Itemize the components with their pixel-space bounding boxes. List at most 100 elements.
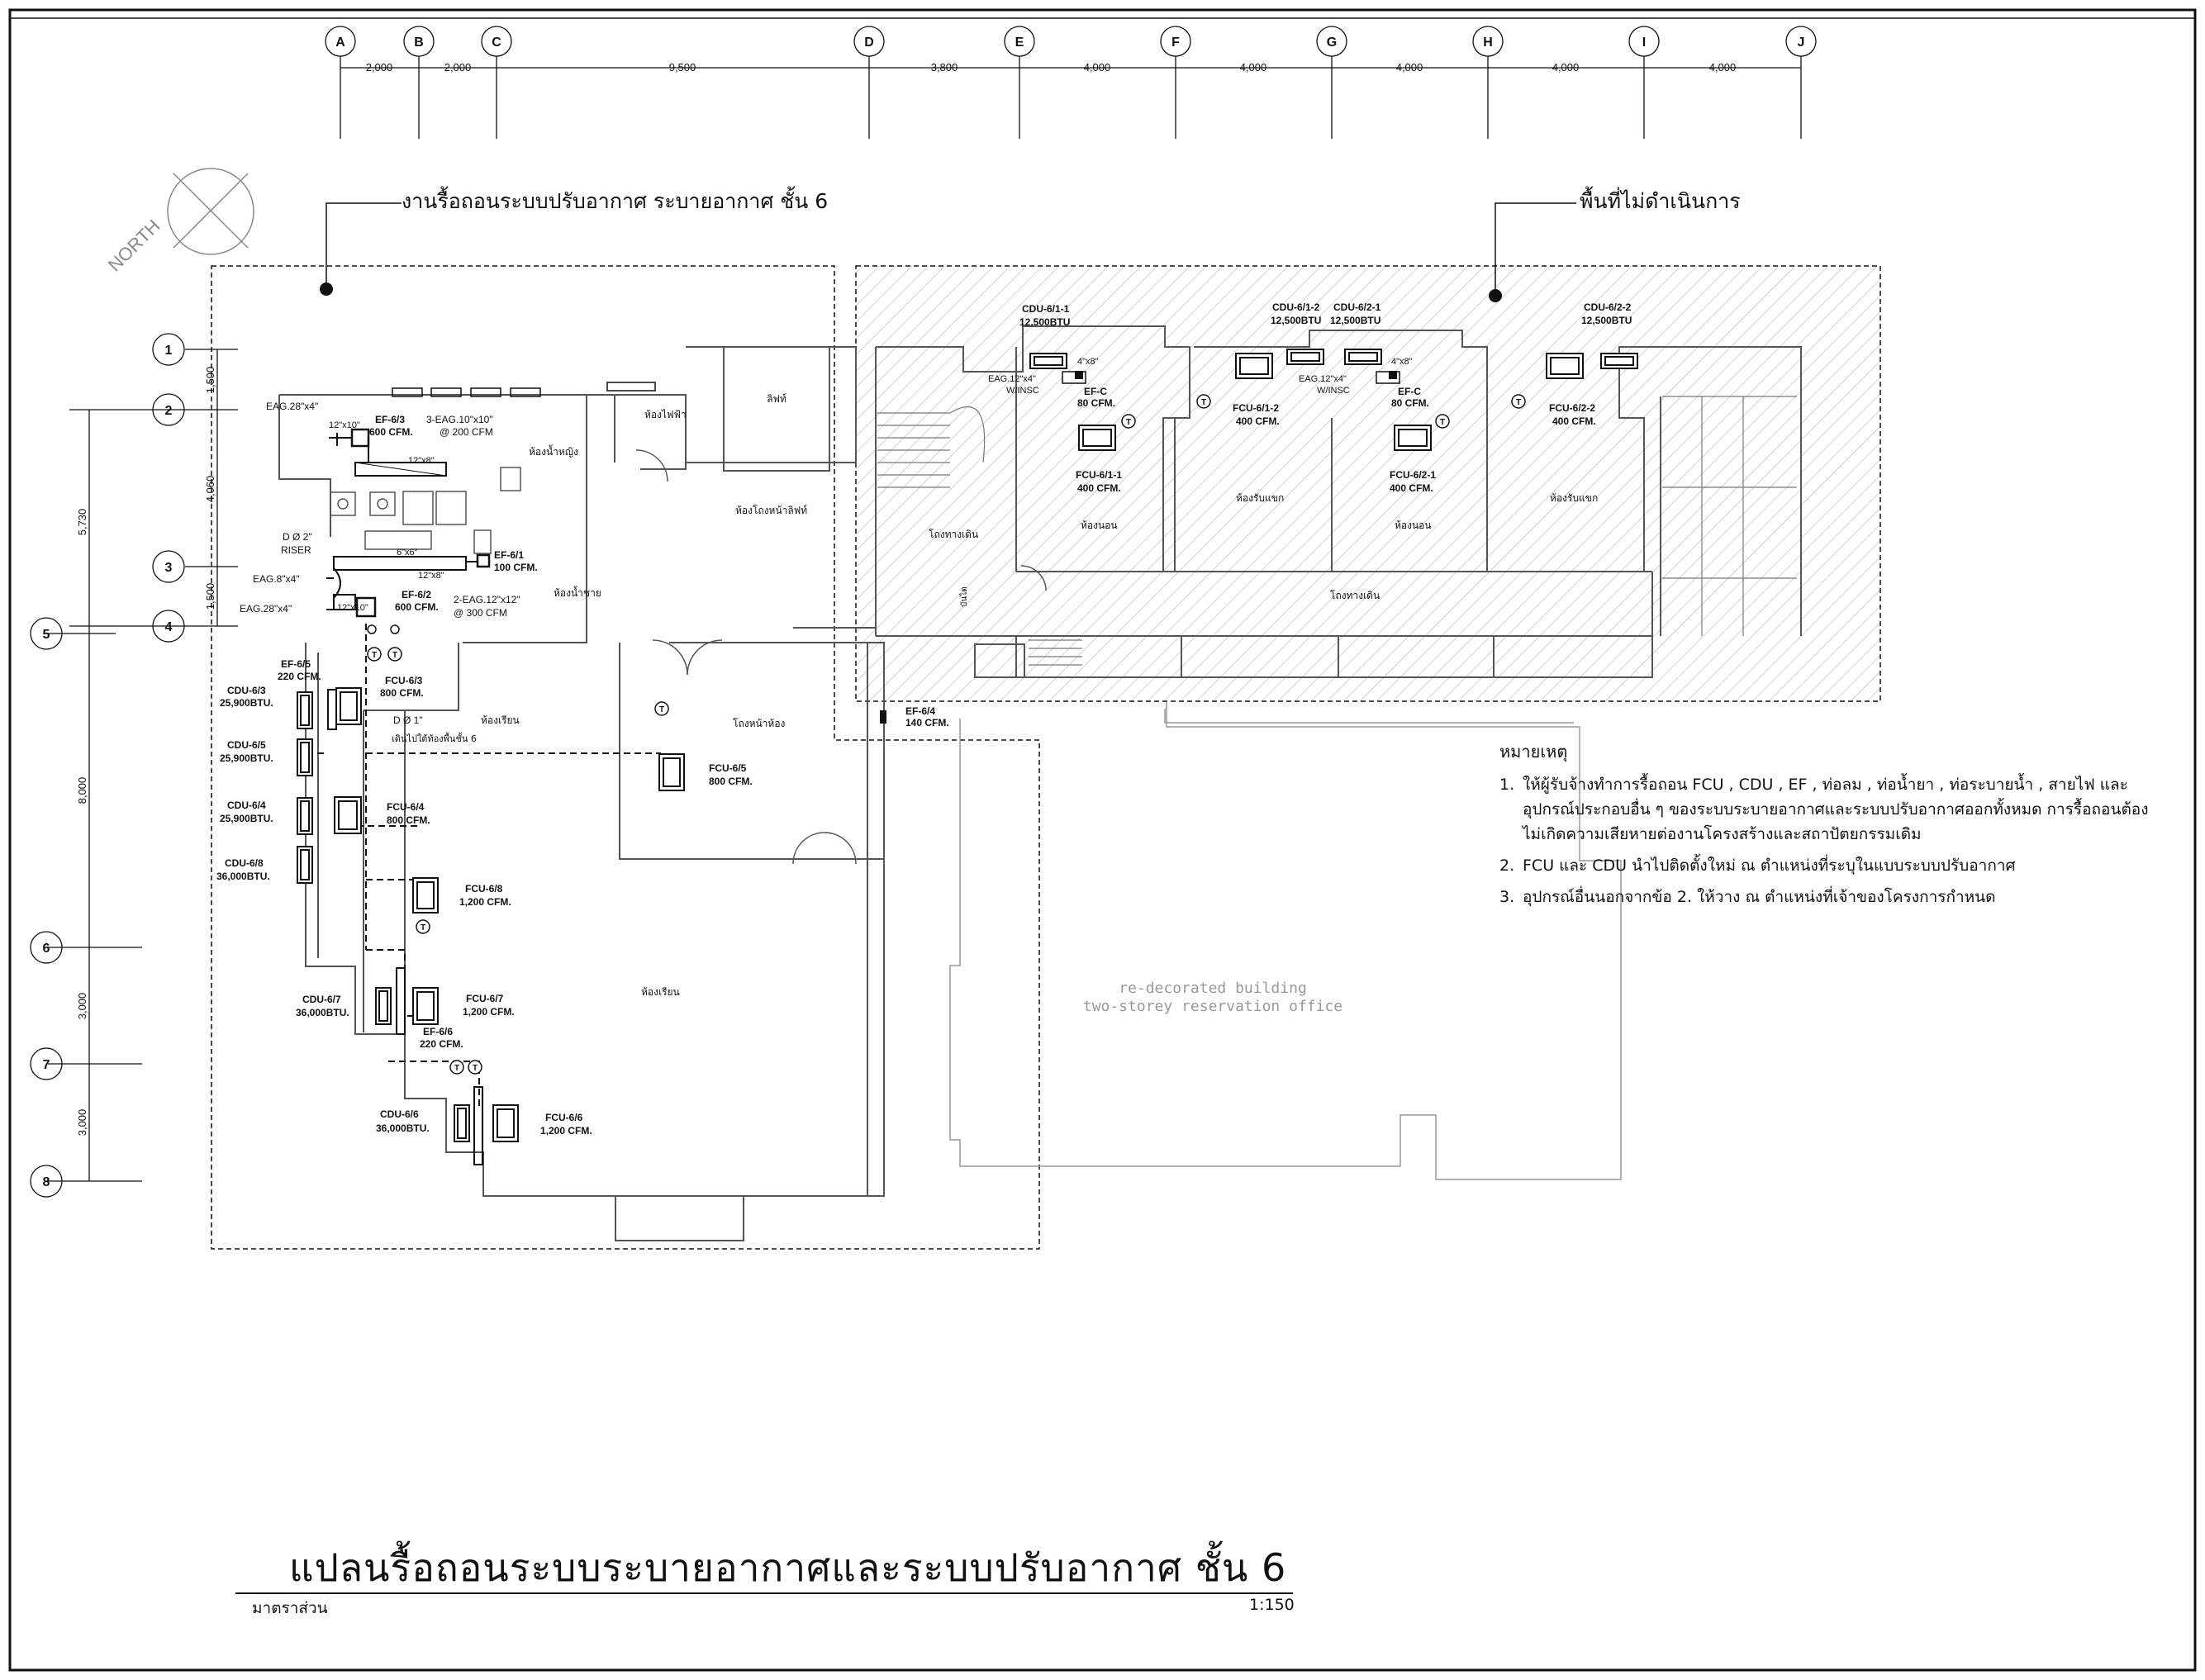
label-fcu67-tag: FCU-6/7 — [466, 993, 504, 1004]
note-number: 3. — [1499, 888, 1515, 906]
grid-col-G: G — [1327, 36, 1337, 50]
label-ef63-tag: EF-6/3 — [375, 414, 405, 425]
label-cdu68-cap: 36,000BTU. — [216, 871, 270, 882]
thermostat-symbol: T — [454, 1064, 459, 1073]
label-eag12-a-tag: EAG.12"x4" — [988, 374, 1036, 384]
title-underline — [235, 1592, 1293, 1594]
label-ef61-tag: EF-6/1 — [494, 549, 524, 561]
label-fcu621-cap: 400 CFM. — [1390, 482, 1433, 494]
label-cdu611-tag: CDU-6/1-1 — [1022, 303, 1070, 315]
grid-dim-ab: 2,000 — [366, 61, 393, 74]
label-cdu611-cap: 12,500BTU — [1019, 316, 1070, 328]
grid-dim-fg: 4,000 — [1240, 61, 1267, 74]
north-label: NORTH — [104, 216, 164, 276]
label-cdu66-tag: CDU-6/6 — [380, 1108, 419, 1120]
note-item: 3. อุปกรณ์อื่นนอกจากข้อ 2. ให้วาง ณ ตำแห… — [1499, 885, 2160, 909]
label-ef64-cap: 140 CFM. — [905, 717, 949, 728]
row-dim-25: 5,730 — [76, 509, 88, 536]
label-fcu621-tag: FCU-6/2-1 — [1390, 469, 1436, 481]
row-grid — [30, 333, 238, 1198]
thermostat-symbol: T — [1516, 398, 1521, 407]
scale-value: 1:150 — [1249, 1596, 1295, 1614]
left-building-walls — [278, 346, 885, 1241]
label-cdu63-tag: CDU-6/3 — [227, 685, 266, 696]
north-arrow — [167, 168, 254, 255]
label-eag12-b-label: W/INSC — [1317, 386, 1350, 396]
label-cdu622-tag: CDU-6/2-2 — [1584, 301, 1632, 313]
label-fcu65-tag: FCU-6/5 — [709, 762, 747, 774]
note-text: อุปกรณ์อื่นนอกจากข้อ 2. ให้วาง ณ ตำแหน่ง… — [1523, 888, 1996, 906]
thermostat-symbol: T — [1126, 418, 1131, 427]
note-text: FCU และ CDU นำไปติดตั้งใหม่ ณ ตำแหน่งที่… — [1523, 857, 2016, 875]
grid-row-1: 1 — [165, 344, 173, 358]
label-efc-b-cap: 80 CFM. — [1391, 397, 1429, 409]
thermostat-symbol: T — [473, 1064, 478, 1073]
label-fcu63-tag: FCU-6/3 — [385, 675, 423, 686]
callout-demolition-scope: งานรื้อถอนระบบปรับอากาศ ระบายอากาศ ชั้น … — [402, 186, 828, 213]
label-riser-tag: D Ø 2" — [283, 531, 312, 543]
label-ef66-tag: EF-6/6 — [423, 1026, 453, 1037]
note-number: 2. — [1499, 857, 1515, 875]
label-fcu67-cap: 1,200 CFM. — [463, 1006, 515, 1018]
label-fcu612-cap: 400 CFM. — [1236, 415, 1280, 427]
label-fcu66-cap: 1,200 CFM. — [540, 1125, 592, 1137]
label-ef62-tag: EF-6/2 — [402, 589, 431, 600]
row-dim-23: 4,060 — [204, 476, 216, 503]
grid-col-C: C — [492, 36, 501, 50]
thermostats-right — [1121, 394, 1526, 429]
thermostat-symbol: T — [392, 651, 397, 660]
label-cdu63-cap: 25,900BTU. — [220, 697, 273, 709]
label-eag8: EAG.8"x4" — [253, 573, 300, 585]
label-fcu611-tag: FCU-6/1-1 — [1076, 469, 1122, 481]
label-cdu612-cap: 12,500BTU — [1271, 315, 1321, 326]
label-fcu65-cap: 800 CFM. — [709, 776, 753, 787]
grid-dim-gh: 4,000 — [1396, 61, 1423, 74]
label-ef66-cap: 220 CFM. — [420, 1038, 463, 1050]
drawing-title: แปลนรื้อถอนระบบระบายอากาศและระบบปรับอากา… — [289, 1545, 1287, 1590]
grid-row-2: 2 — [165, 404, 173, 418]
label-ef64-tag: EF-6/4 — [905, 705, 935, 717]
notes-heading: หมายเหตุ — [1499, 742, 1568, 762]
eag-grilles — [392, 382, 656, 397]
room-classroom-2: ห้องเรียน — [641, 986, 680, 998]
label-cdu64-tag: CDU-6/4 — [227, 800, 266, 811]
label-drain-tag: D Ø 1" — [393, 714, 423, 726]
label-duct-12x8-a: 12"x8" — [408, 456, 435, 466]
label-eag28-top: EAG.28"x4" — [266, 401, 318, 412]
scale-label: มาตราส่วน — [252, 1599, 328, 1617]
right-building-walls — [875, 325, 1802, 678]
grid-dim-ij: 4,000 — [1709, 61, 1737, 74]
label-efc-a-tag: EF-C — [1084, 386, 1107, 397]
thermostat-symbol: T — [659, 705, 664, 714]
label-eag3-tag: 3-EAG.10"x10" — [426, 414, 493, 425]
room-female-wc: ห้องน้ำหญิง — [529, 444, 578, 458]
background-building-line2: two-storey reservation office — [1083, 998, 1342, 1015]
room-stair: บันได — [959, 586, 969, 607]
label-fcu622-cap: 400 CFM. — [1552, 415, 1596, 427]
row-dim-78: 3,000 — [76, 1109, 88, 1137]
label-ef61-cap: 100 CFM. — [494, 562, 538, 573]
label-duct-12x8-b: 12"x8" — [418, 571, 444, 581]
toilet-fixtures — [330, 467, 521, 554]
stair — [877, 396, 1797, 666]
label-cdu66-cap: 36,000BTU. — [376, 1122, 430, 1134]
notes-block: หมายเหตุ 1. ให้ผู้รับจ้างทำการรื้อถอน FC… — [1499, 739, 2160, 916]
column-grid — [325, 26, 1817, 139]
grid-dim-bc: 2,000 — [444, 61, 472, 74]
note-text: ให้ผู้รับจ้างทำการรื้อถอน FCU , CDU , EF… — [1523, 776, 2149, 843]
label-eag2-tag: 2-EAG.12"x12" — [454, 594, 520, 605]
label-duct-12x10-b: 12"x10" — [337, 603, 368, 613]
row-dim-34: 1,500 — [204, 583, 216, 610]
sheet-border — [8, 8, 2197, 1672]
label-efc-b-tag: EF-C — [1398, 386, 1421, 397]
label-fcu63-cap: 800 CFM. — [380, 687, 424, 699]
note-number: 1. — [1499, 776, 1515, 794]
grid-row-4: 4 — [165, 620, 173, 634]
thermostat-symbol: T — [1440, 418, 1445, 427]
label-drain-note: เดินไปใต้ท้องพื้นชั้น 6 — [392, 732, 477, 744]
room-guest-2: ห้องรับแขก — [1550, 492, 1598, 504]
grid-dim-de: 3,800 — [931, 61, 958, 74]
thermostats-left — [367, 624, 669, 1075]
background-building-line1: re-decorated building — [1119, 980, 1307, 997]
label-fcu68-tag: FCU-6/8 — [465, 883, 503, 895]
